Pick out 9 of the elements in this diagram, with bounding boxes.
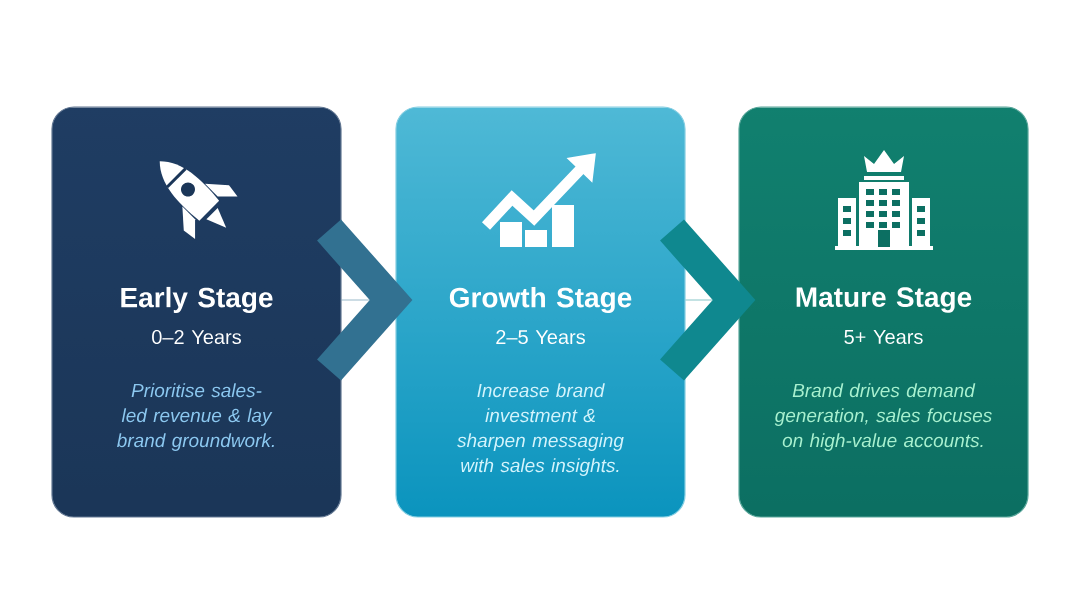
stage-description: Brand drives demand generation, sales focuses on high-value accounts. (774, 383, 992, 451)
stage-description: Prioritise sales-led revenue & lay brand groundwork. (117, 383, 274, 451)
stage-description: Increase brand investment & sharpen messaging with sales insights. (457, 383, 624, 476)
year-range: 2–5 Years (496, 329, 585, 345)
stage-title: Growth Stage (449, 286, 632, 314)
year-range: 5+ Years (844, 330, 923, 344)
stage-title: Early Stage (121, 286, 273, 314)
year-range: 0–2 Years (152, 329, 241, 345)
stage-title: Mature Stage (796, 287, 972, 313)
